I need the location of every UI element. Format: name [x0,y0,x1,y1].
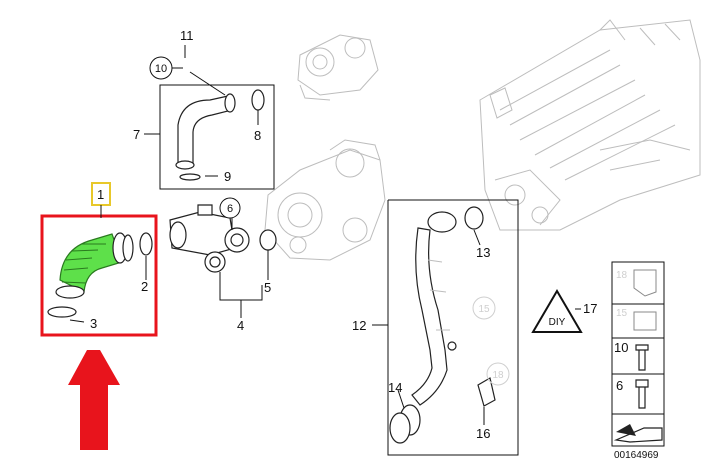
callout-13: 13 [476,245,490,260]
upper-turbocharger [297,34,379,101]
leader-lines [69,45,485,425]
legend-15: 15 [616,308,628,319]
group-box-7 [159,84,275,190]
callout-1: 1 [97,187,104,202]
ghost-circle-18 [486,362,510,386]
callout-3: 3 [90,316,97,331]
charge-air-pipe [389,206,496,444]
callout-7: 7 [133,127,140,142]
callout-4: 4 [237,318,244,333]
callout-6: 6 [227,203,233,215]
connector-assembly [169,204,277,273]
callout-9: 9 [224,169,231,184]
intake-hose-part-1 [47,232,153,318]
callout-10: 10 [155,63,167,75]
warning-symbol-text: DIY [549,317,566,328]
legend-10: 10 [614,340,628,355]
callout-6-circle [219,197,241,219]
legend-18: 18 [616,270,628,281]
side-legend [611,261,665,447]
callout-10-circle [149,56,173,80]
callout-8: 8 [254,128,261,143]
callout-15: 15 [478,304,490,315]
down-arrow-icon [68,350,120,450]
callout-17: 17 [583,301,597,316]
intake-manifold [479,19,701,231]
callout-18: 18 [492,370,504,381]
callout-5: 5 [264,280,271,295]
callout-2: 2 [141,279,148,294]
callout-16: 16 [476,426,490,441]
callout-11: 11 [180,28,194,43]
reference-number: 00164969 [614,450,659,461]
callout-12: 12 [352,318,366,333]
callout-14: 14 [388,380,402,395]
group-box-12 [387,199,519,456]
ghost-circle-15 [472,296,496,320]
highlight-box [40,214,158,337]
legend-6: 6 [616,378,623,393]
warning-triangle: DIY [531,289,583,333]
lower-turbocharger [264,139,386,261]
upper-intake-pipe [175,89,265,181]
